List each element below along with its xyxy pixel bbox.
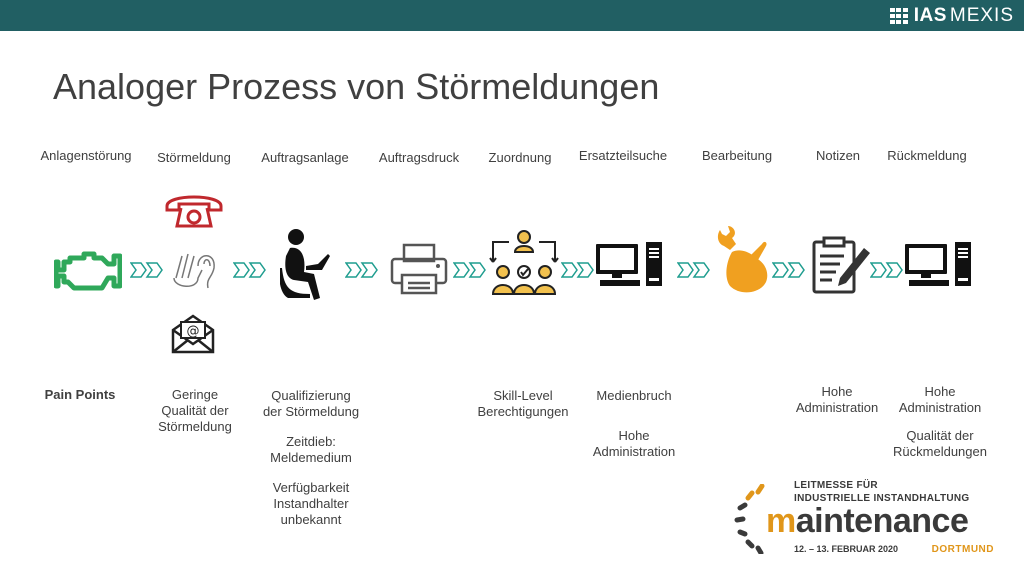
pp-line: Verfügbarkeit xyxy=(272,480,350,495)
event-line2: INDUSTRIELLE INSTANDHALTUNG xyxy=(794,493,970,504)
notepad-pen-icon xyxy=(812,236,870,294)
pp-line: Geringe xyxy=(171,387,219,402)
pp-line: Meldemedium xyxy=(270,450,352,465)
event-name: maintenance xyxy=(766,502,969,541)
person-laptop-icon xyxy=(280,229,330,300)
chevron-right-icon xyxy=(345,262,378,278)
svg-text:@: @ xyxy=(187,324,200,339)
pain-point-auftragsanlage-verfuegbarkeit: Verfügbarkeit Instandhalter unbekannt xyxy=(273,480,350,528)
step-label-auftragsdruck: Auftragsdruck xyxy=(378,150,460,165)
step-label-anlagenstoerung: Anlagenstörung xyxy=(40,148,132,163)
pain-point-ersatzteilsuche-administration: Hohe Administration xyxy=(593,428,675,460)
email-icon: @ xyxy=(171,314,215,354)
pp-line: Instandhalter xyxy=(273,496,349,511)
pain-point-auftragsanlage-qualifizierung: Qualifizierung der Störmeldung xyxy=(263,388,359,420)
team-assignment-icon xyxy=(489,230,559,295)
logo-grid-icon xyxy=(889,8,908,24)
step-label-notizen: Notizen xyxy=(815,148,861,163)
step-label-zuordnung: Zuordnung xyxy=(488,150,552,165)
top-bar: IAS MEXIS xyxy=(0,0,1024,31)
pain-point-zuordnung: Skill-Level Berechtigungen xyxy=(477,388,568,420)
pp-line: Hohe xyxy=(618,428,650,443)
pain-point-auftragsanlage-zeitdieb: Zeitdieb: Meldemedium xyxy=(270,434,352,466)
step-label-rueckmeldung: Rückmeldung xyxy=(887,148,967,163)
ias-mexis-logo: IAS MEXIS xyxy=(889,5,1014,27)
pp-line: Qualifizierung xyxy=(271,388,351,403)
pp-line: der Störmeldung xyxy=(262,404,360,419)
pp-line: Administration xyxy=(592,444,676,459)
event-logo-arc-icon xyxy=(734,484,765,554)
wrench-hand-icon xyxy=(717,226,768,293)
printer-icon xyxy=(390,243,448,295)
pain-point-notizen: Hohe Administration xyxy=(796,384,878,416)
sign-language-icon xyxy=(173,253,215,289)
pp-line: unbekannt xyxy=(280,512,342,527)
pp-line: Rückmeldungen xyxy=(893,444,987,459)
step-label-bearbeitung: Bearbeitung xyxy=(701,148,773,163)
chevron-right-icon xyxy=(561,262,594,278)
logo-ias-text: IAS xyxy=(913,5,947,26)
pp-line: Berechtigungen xyxy=(477,404,569,419)
step-label-auftragsanlage: Auftragsanlage xyxy=(261,150,349,165)
event-line1: LEITMESSE FÜR xyxy=(794,480,878,491)
phone-icon xyxy=(165,195,223,228)
event-name-first: m xyxy=(766,502,796,540)
event-city: DORTMUND xyxy=(931,544,994,555)
pain-point-stoermeldung: Geringe Qualität der Störmeldung xyxy=(158,387,232,435)
maintenance-event-logo: LEITMESSE FÜR INDUSTRIELLE INSTANDHALTUN… xyxy=(734,480,994,560)
step-label-stoermeldung: Störmeldung xyxy=(157,150,231,165)
pp-line: Hohe xyxy=(821,384,853,399)
logo-mexis-text: MEXIS xyxy=(949,5,1014,26)
chevron-right-icon xyxy=(677,262,710,278)
pain-point-ersatzteilsuche-medienbruch: Medienbruch xyxy=(596,388,671,404)
computer-icon xyxy=(596,242,662,286)
chevron-right-icon xyxy=(772,262,805,278)
event-name-rest: aintenance xyxy=(795,502,969,540)
pain-point-rueckmeldung-administration: Hohe Administration xyxy=(899,384,981,416)
pp-line: Qualität der xyxy=(161,403,229,418)
pp-line: Administration xyxy=(795,400,879,415)
pp-line: Hohe xyxy=(924,384,956,399)
chevron-right-icon xyxy=(233,262,266,278)
pp-line: Zeitdieb: xyxy=(286,434,336,449)
pp-line: Skill-Level xyxy=(493,388,553,403)
slide-title: Analoger Prozess von Störmeldungen xyxy=(53,66,660,107)
engine-warning-icon xyxy=(54,251,122,291)
chevron-right-icon xyxy=(130,262,163,278)
pp-line: Administration xyxy=(898,400,982,415)
pp-line: Störmeldung xyxy=(158,419,232,434)
pain-points-title: Pain Points xyxy=(44,387,116,402)
pain-point-rueckmeldung-qualitaet: Qualität der Rückmeldungen xyxy=(893,428,987,460)
event-date: 12. – 13. FEBRUAR 2020 xyxy=(794,544,899,554)
chevron-right-icon xyxy=(453,262,486,278)
pp-line: Qualität der xyxy=(906,428,974,443)
step-label-ersatzteilsuche: Ersatzteilsuche xyxy=(578,148,668,163)
chevron-right-icon xyxy=(870,262,903,278)
computer-icon-rueckmeldung xyxy=(905,242,971,286)
pp-line: Medienbruch xyxy=(596,388,672,403)
